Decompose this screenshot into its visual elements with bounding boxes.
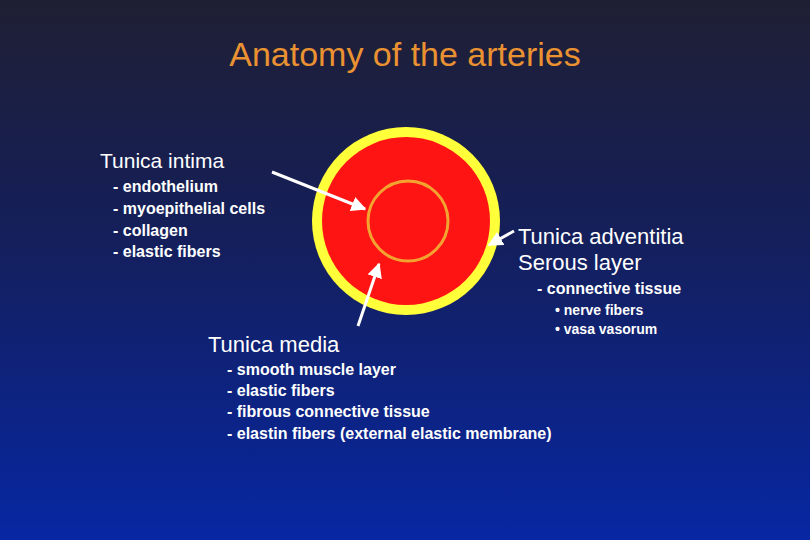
- label-slot: Tunica media: [208, 332, 339, 358]
- label-slot: Tunica intima: [100, 148, 224, 173]
- leader-arrow: [272, 172, 365, 209]
- layer-item: - connective tissue: [537, 279, 681, 298]
- label-slot: - elastin fibers (external elastic membr…: [227, 424, 552, 443]
- title: Anatomy of the arteries: [229, 34, 581, 74]
- label-slot: Tunica adventitia: [518, 224, 684, 250]
- layer-item: - endothelium: [113, 177, 218, 196]
- label-slot: - smooth muscle layer: [227, 360, 396, 379]
- layer-heading: Serous layer: [518, 250, 642, 276]
- layer-item: - myoepithelial cells: [113, 199, 265, 218]
- layer-heading: Tunica intima: [100, 148, 224, 173]
- intima-ring: [368, 181, 448, 261]
- layer-item: - smooth muscle layer: [227, 360, 396, 379]
- layer-subitem: • nerve fibers: [555, 302, 643, 319]
- label-slot: - endothelium: [113, 177, 218, 196]
- label-slot: - elastic fibers: [227, 381, 335, 400]
- label-slot: • vasa vasorum: [555, 320, 657, 338]
- layer-subitem: • vasa vasorum: [555, 321, 657, 338]
- title-slot: Anatomy of the arteries: [0, 34, 810, 74]
- layer-heading: Tunica adventitia: [518, 224, 684, 250]
- layer-item: - elastic fibers: [227, 381, 335, 400]
- adventitia-ring: [312, 127, 500, 315]
- layer-item: - elastin fibers (external elastic membr…: [227, 424, 552, 443]
- layer-item: - elastic fibers: [113, 242, 221, 261]
- layer-heading: Tunica media: [208, 332, 339, 358]
- media-ring: [322, 137, 490, 305]
- label-slot: - fibrous connective tissue: [227, 402, 430, 421]
- layer-item: - fibrous connective tissue: [227, 402, 430, 421]
- leader-arrow: [489, 231, 514, 245]
- leader-arrow: [358, 264, 379, 326]
- label-slot: Serous layer: [518, 250, 642, 276]
- layer-item: - collagen: [113, 221, 188, 240]
- label-slot: - myoepithelial cells: [113, 199, 265, 218]
- label-slot: - collagen: [113, 221, 188, 240]
- label-slot: - connective tissue: [537, 279, 681, 298]
- label-slot: • nerve fibers: [555, 301, 643, 319]
- label-slot: - elastic fibers: [113, 242, 221, 261]
